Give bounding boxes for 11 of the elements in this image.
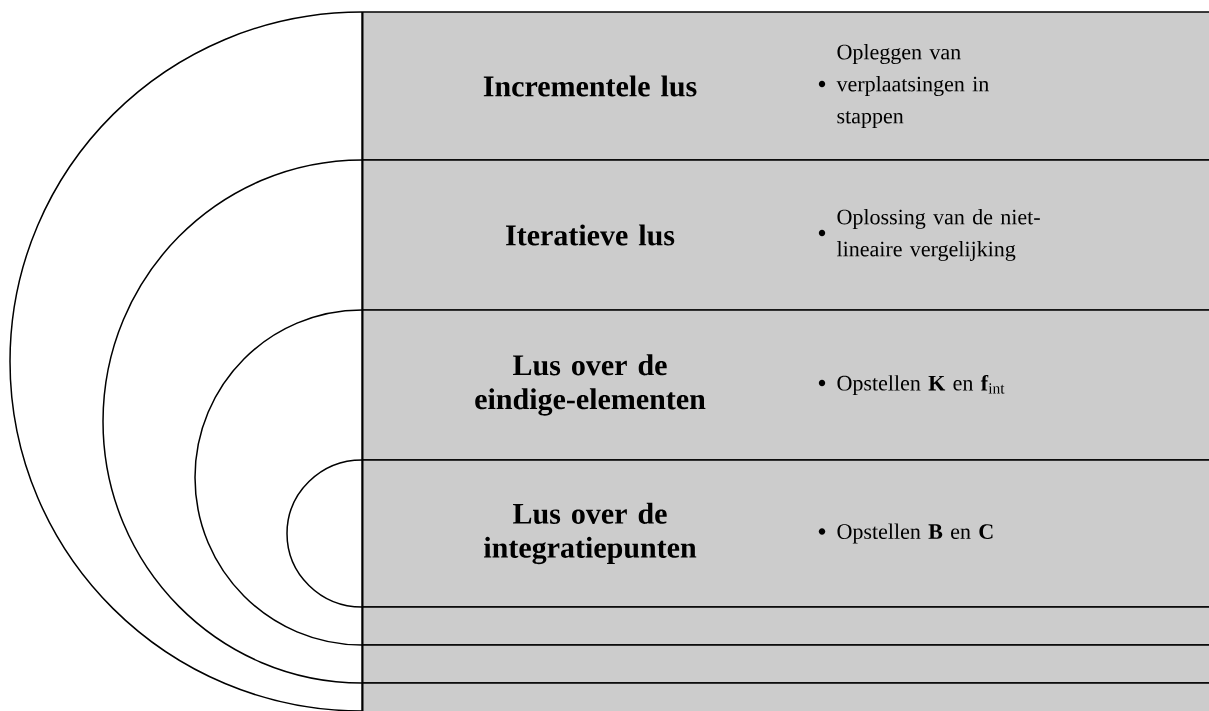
bullet-item: Opleggen van verplaatsingen in stappen	[818, 44, 989, 128]
row-heading: Iteratieve lus	[506, 224, 675, 246]
empty-row	[362, 606, 1209, 646]
bullet-item: Oplossing van de niet-lineaire vergelijking	[818, 209, 1040, 261]
row-heading: Lus over de eindige-elementen	[475, 354, 706, 416]
row-heading: Incrementele lus	[483, 75, 697, 97]
row-heading: Lus over de integratiepunten	[484, 502, 697, 565]
bullet-item: Opstellen B en C	[818, 523, 993, 544]
empty-row	[362, 682, 1209, 711]
bullet-item: Opstellen K en f$_{int}$	[818, 374, 1005, 396]
empty-row	[362, 644, 1209, 684]
